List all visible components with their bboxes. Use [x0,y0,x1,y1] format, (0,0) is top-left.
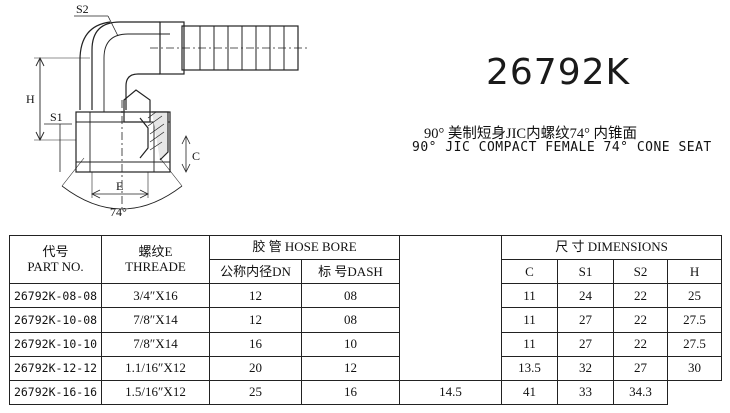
header-c: C [501,259,558,285]
label-c: C [192,149,200,163]
cell-s2: 27 [613,355,668,381]
cell-part: 26792K-12-12 [9,355,102,381]
cell-h: 30 [666,355,723,381]
label-angle: 74° [110,205,127,219]
cell-thread: 7/8″X14 [101,331,210,357]
description-en: 90° JIC COMPACT FEMALE 74° CONE SEAT [412,140,712,155]
cell-dash: 08 [301,307,400,333]
table-spacer [399,235,502,381]
cell-dash: 16 [301,379,400,406]
cell-s2: 22 [613,331,668,357]
label-h: H [26,92,35,106]
header-s2: S2 [613,259,668,285]
cell-dash: 08 [301,283,400,309]
cell-s2: 33 [557,379,614,406]
cell-thread: 7/8″X14 [101,307,210,333]
cell-s1: 27 [557,307,614,333]
cell-h: 27.5 [666,307,723,333]
cell-h: 34.3 [613,379,668,406]
cell-s1: 32 [557,355,614,381]
table-row: 26792K-12-12 1.1/16″X12 20 12 13.5 32 27… [9,355,723,381]
header-hose-bore: 胶 管 HOSE BORE [209,234,400,261]
cell-part: 26792K-16-16 [9,379,102,406]
label-s2: S2 [76,2,89,16]
cell-dash: 10 [301,331,400,357]
description-cn: 90° 美制短身JIC内螺纹74° 内锥面 [424,126,637,142]
cell-thread: 3/4″X16 [101,283,210,309]
cell-c: 11 [501,283,558,309]
cell-h: 25 [666,283,723,309]
fitting-drawing: S2 H S1 C E 74° [26,2,310,219]
header-dimensions: 尺 寸 DIMENSIONS [500,234,723,261]
cell-s2: 22 [613,283,668,309]
angle-arc [61,185,183,210]
header-thread: 螺纹E THREADE [101,234,210,285]
spec-table: 代号 PART NO. 螺纹E THREADE 胶 管 HOSE BORE 尺 … [9,234,723,406]
header-dash: 标 号DASH [301,259,400,285]
cell-s1: 27 [557,331,614,357]
cell-c: 11 [501,331,558,357]
header-h: H [666,259,723,285]
cell-c: 13.5 [501,355,558,381]
label-s1: S1 [50,110,63,124]
table-row: 26792K-08-08 3/4″X16 12 08 11 24 22 25 [9,283,723,309]
cell-s2: 22 [613,307,668,333]
cell-dn: 12 [209,283,302,309]
table-row: 26792K-10-08 7/8″X14 12 08 11 27 22 27.5 [9,307,723,333]
cell-thread: 1.1/16″X12 [101,355,210,381]
cell-thread: 1.5/16″X12 [101,379,210,406]
cell-dn: 20 [209,355,302,381]
cell-dn: 12 [209,307,302,333]
header-dn: 公称内径DN [209,259,302,285]
cell-part: 26792K-10-08 [9,307,102,333]
header-row-1: 代号 PART NO. 螺纹E THREADE 胶 管 HOSE BORE 尺 … [9,234,723,381]
cell-c: 11 [501,307,558,333]
cell-h: 27.5 [666,331,723,357]
cell-dash: 12 [301,355,400,381]
header-part-no: 代号 PART NO. [9,234,102,285]
cell-c: 14.5 [399,379,502,406]
cell-part: 26792K-08-08 [9,283,102,309]
hex-nut [75,111,171,173]
cell-s1: 24 [557,283,614,309]
cell-part: 26792K-10-10 [9,331,102,357]
table-row: 26792K-10-10 7/8″X14 16 10 11 27 22 27.5 [9,331,723,357]
header-s1: S1 [557,259,614,285]
cell-s1: 41 [501,379,558,406]
elbow-body [91,21,160,110]
label-e: E [116,179,123,193]
cell-dn: 16 [209,331,302,357]
table-row: 26792K-16-16 1.5/16″X12 25 16 14.5 41 33… [9,379,722,406]
part-number-title: 26792K [486,52,631,93]
cell-dn: 25 [209,379,302,406]
